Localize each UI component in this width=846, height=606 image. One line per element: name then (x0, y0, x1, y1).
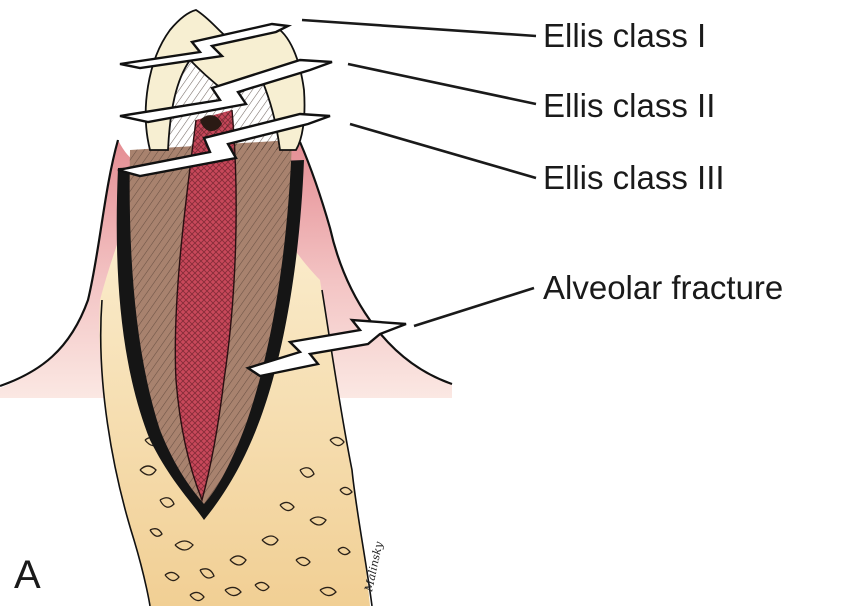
fracture-line-ellis-3 (117, 112, 331, 178)
leader-ellis-1 (301, 18, 537, 38)
leader-alveolar (413, 286, 535, 328)
fracture-lines (117, 22, 407, 378)
pulp-outline (174, 109, 237, 503)
enamel-crown (144, 9, 306, 151)
bone-trabeculae (139, 436, 353, 602)
fracture-line-ellis-2 (119, 58, 333, 124)
fracture-line-alveolar (245, 318, 407, 378)
label-ellis-class-2: Ellis class II (543, 87, 715, 124)
gingiva-outline (0, 139, 120, 388)
panel-letter: A (14, 553, 41, 597)
leader-lines (301, 18, 537, 328)
leader-ellis-2 (347, 62, 537, 106)
label-alveolar-fracture: Alveolar fracture (543, 269, 783, 306)
gingiva-outline-right (298, 141, 453, 386)
fracture-line-ellis-1 (119, 22, 293, 70)
label-ellis-class-1: Ellis class I (543, 17, 706, 54)
label-ellis-class-3: Ellis class III (543, 159, 725, 196)
crown-dark-spot (200, 115, 222, 132)
leader-ellis-3 (349, 122, 537, 180)
bone-outline-left (99, 299, 151, 606)
